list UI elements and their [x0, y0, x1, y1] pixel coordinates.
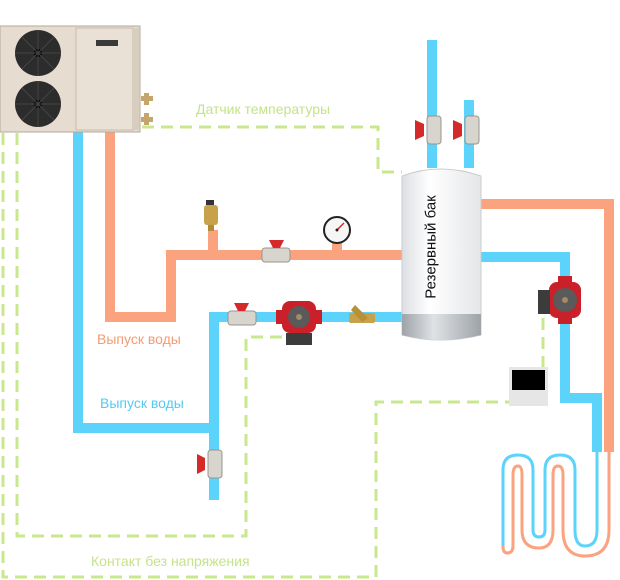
sensor-line: [142, 125, 402, 174]
ball-valve-icon[interactable]: [227, 303, 257, 326]
ball-valve-icon[interactable]: [415, 115, 442, 145]
cold-pipes: [73, 40, 602, 500]
hot-pipe-main: [105, 132, 403, 322]
heat-pump-unit[interactable]: [0, 25, 153, 133]
circulation-pump-icon[interactable]: [538, 276, 581, 324]
dry-contact-inner-line: [15, 133, 290, 538]
room-thermostat-icon[interactable]: [509, 367, 548, 406]
buffer-tank-label: Резервный бак: [422, 195, 440, 299]
ball-valve-icon[interactable]: [261, 240, 291, 263]
buffer-tank[interactable]: [401, 168, 482, 341]
circulation-pump-icon[interactable]: [276, 301, 322, 345]
cold-water-outlet-label: Выпуск воды: [100, 395, 184, 411]
brand-plate: [96, 40, 118, 46]
hot-pipe-floor-supply: [480, 199, 614, 452]
signal-lines: [1, 125, 545, 579]
dry-contact-label: Контакт без напряжения: [91, 553, 250, 569]
cold-pipe-floor-return: [480, 252, 602, 452]
floor-loop-cold: [501, 452, 599, 548]
air-vent-icon: [204, 200, 218, 231]
cold-pipe-tank-return: [209, 312, 403, 428]
ball-valve-icon[interactable]: [453, 115, 480, 145]
fan-icon: [15, 30, 61, 76]
ball-valve-icon[interactable]: [197, 449, 223, 479]
water-connectors-icon: [141, 93, 153, 125]
floor-loop-hot: [501, 452, 611, 558]
y-strainer-icon: [349, 305, 375, 323]
temperature-sensor-label: Датчик температуры: [196, 101, 331, 117]
hot-water-outlet-label: Выпуск воды: [97, 331, 181, 347]
pressure-gauge-icon: [323, 216, 351, 244]
dry-contact-outer-line: [1, 133, 509, 579]
underfloor-heating-loop: [501, 452, 611, 558]
fan-icon: [15, 81, 61, 127]
